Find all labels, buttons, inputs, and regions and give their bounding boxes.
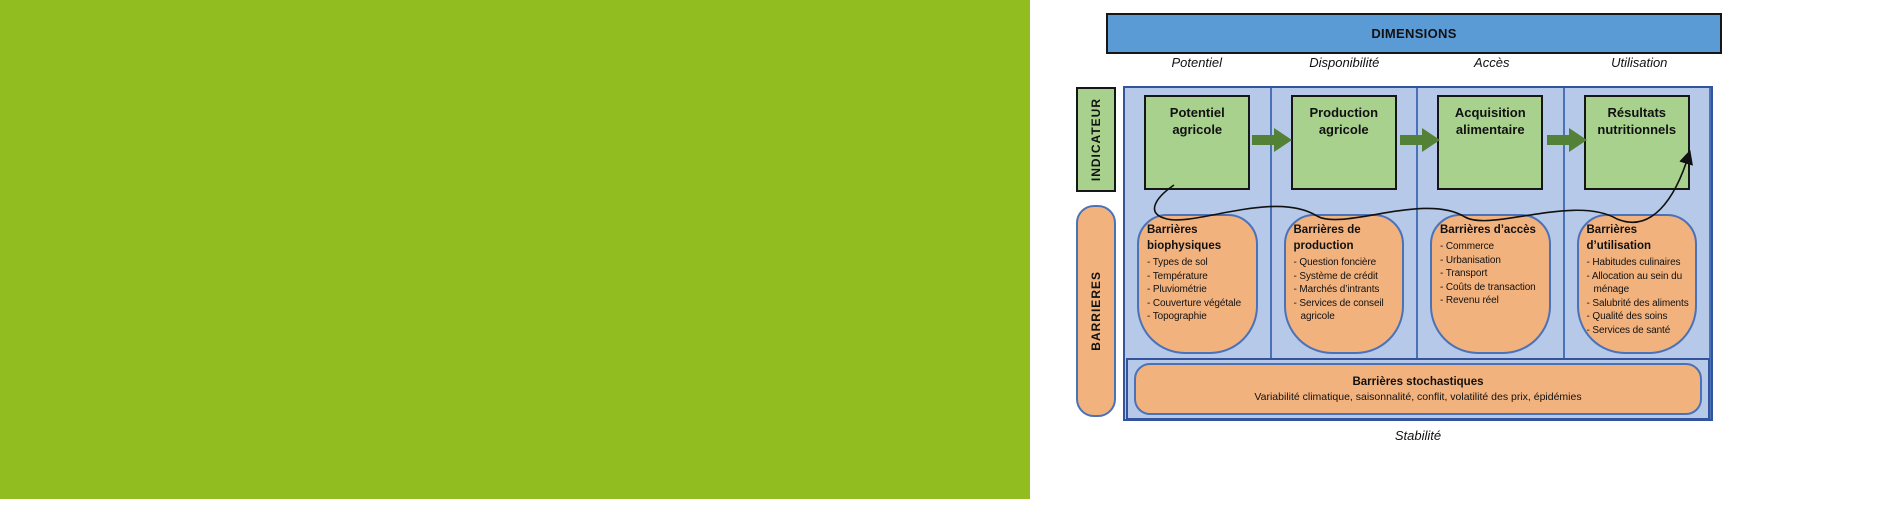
stochastic-barriers-box: Barrières stochastiques Variabilité clim… (1134, 363, 1702, 415)
barrier-item: - Services de santé (1586, 324, 1671, 336)
dimension-label-disponibilite: Disponibilité (1309, 55, 1380, 70)
barrier-item: - Salubrité des aliments (1586, 297, 1689, 309)
barrier-item: - Services de conseil agricole (1293, 297, 1384, 323)
framework-main-panel: Potentiel agricole Barrières biophysique… (1123, 86, 1713, 421)
stochastic-title: Barrières stochastiques (1352, 375, 1484, 388)
barrier-item: - Types de sol (1147, 257, 1208, 268)
dimension-label-acces: Accès (1474, 55, 1510, 70)
flow-arrow-icon (1547, 128, 1587, 152)
dimensions-header: DIMENSIONS (1106, 13, 1722, 54)
barrier-item: - Allocation au sein du ménage (1586, 270, 1683, 296)
barriers-row-label: BARRIERES (1076, 205, 1116, 417)
barrier-item: - Urbanisation (1440, 254, 1501, 266)
barrier-title: Barrières biophysiques (1147, 224, 1222, 252)
flow-arrow-icon (1252, 128, 1292, 152)
indicator-box-production-agricole: Production agricole (1290, 95, 1397, 190)
barrier-item: - Question foncière (1293, 257, 1377, 268)
flow-arrow-icon (1400, 128, 1440, 152)
stochastic-subtitle: Variabilité climatique, saisonnalité, co… (1254, 390, 1582, 403)
barrier-item: - Habitudes culinaires (1586, 257, 1681, 268)
barrier-item: - Coûts de transaction (1440, 281, 1536, 293)
indicator-box-resultats-nutritionnels: Résultats nutritionnels (1583, 95, 1690, 190)
barrier-item: - Température (1147, 270, 1208, 282)
indicator-row-label: INDICATEUR (1076, 87, 1116, 192)
barrier-item: - Topographie (1147, 311, 1207, 322)
barrier-item: - Couverture végétale (1147, 297, 1242, 309)
barrier-item: - Système de crédit (1293, 270, 1378, 282)
barrier-box-biophysiques: Barrières biophysiques - Types de sol - … (1137, 214, 1258, 354)
dimension-label-utilisation: Utilisation (1611, 55, 1668, 70)
barrier-box-acces: Barrières d’accès - Commerce - Urbanisat… (1430, 214, 1551, 354)
indicator-box-acquisition-alimentaire: Acquisition alimentaire (1437, 95, 1544, 190)
barrier-item: - Transport (1440, 268, 1488, 279)
stability-label: Stabilité (1394, 428, 1442, 443)
barrier-box-production: Barrières de production - Question fonci… (1283, 214, 1404, 354)
barrier-item: - Pluviométrie (1147, 284, 1207, 295)
barrier-title: Barrières d’accès (1440, 224, 1536, 236)
indicator-row-label-text: INDICATEUR (1089, 97, 1103, 182)
indicator-box-potentiel-agricole: Potentiel agricole (1144, 95, 1251, 190)
barriers-row-label-text: BARRIERES (1089, 271, 1103, 351)
stochastic-barriers-band: Barrières stochastiques Variabilité clim… (1126, 358, 1710, 420)
barrier-item: - Revenu réel (1440, 295, 1499, 306)
dimension-labels-row: Potentiel Disponibilité Accès Utilisatio… (1123, 55, 1713, 75)
barrier-title: Barrières d’utilisation (1586, 224, 1652, 252)
barrier-box-utilisation: Barrières d’utilisation - Habitudes culi… (1576, 214, 1697, 354)
column-disponibilite: Production agricole Barrières de product… (1272, 88, 1418, 419)
barrier-item: - Marchés d’intrants (1293, 284, 1380, 295)
barrier-item: - Commerce (1440, 241, 1495, 252)
barrier-title: Barrières de production (1293, 224, 1361, 252)
dimension-label-potentiel: Potentiel (1171, 55, 1223, 70)
left-green-panel (0, 0, 1030, 499)
barrier-item: - Qualité des soins (1586, 311, 1668, 322)
